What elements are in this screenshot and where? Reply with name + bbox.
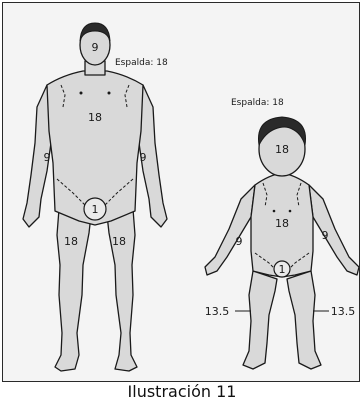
child-right-leg xyxy=(287,271,321,369)
adult-back-label: Espalda: 18 xyxy=(115,59,168,68)
child-chest-value: 18 xyxy=(275,217,289,230)
adult-right-leg xyxy=(107,209,137,371)
child-left-leg-value: 13.5 xyxy=(205,305,230,318)
child-left-arm xyxy=(205,185,255,275)
adult-head-value: 9 xyxy=(92,41,99,54)
body-surface-diagram: 9 18 9 9 1 18 18 18 18 9 9 1 13.5 13.5 xyxy=(3,3,360,382)
adult-left-leg xyxy=(55,209,91,371)
adult-chest-value: 18 xyxy=(88,111,102,124)
child-figure xyxy=(205,122,359,369)
adult-genitals-value: 1 xyxy=(92,203,99,216)
adult-left-leg-value: 18 xyxy=(64,235,78,248)
child-back-label: Espalda: 18 xyxy=(231,99,284,108)
child-left-leg xyxy=(243,271,277,369)
figure-caption: Ilustración 11 xyxy=(0,382,364,402)
adult-right-arm-value: 9 xyxy=(140,151,147,164)
adult-left-arm-value: 9 xyxy=(44,151,51,164)
child-left-arm-value: 9 xyxy=(236,235,243,248)
child-right-arm xyxy=(309,185,359,275)
child-right-arm-value: 9 xyxy=(322,229,329,242)
figure-frame: 9 18 9 9 1 18 18 18 18 9 9 1 13.5 13.5 E… xyxy=(2,2,360,382)
child-right-leg-value: 13.5 xyxy=(331,305,356,318)
child-head-value: 18 xyxy=(275,143,289,156)
child-genitals-value: 1 xyxy=(279,263,286,276)
adult-right-leg-value: 18 xyxy=(112,235,126,248)
